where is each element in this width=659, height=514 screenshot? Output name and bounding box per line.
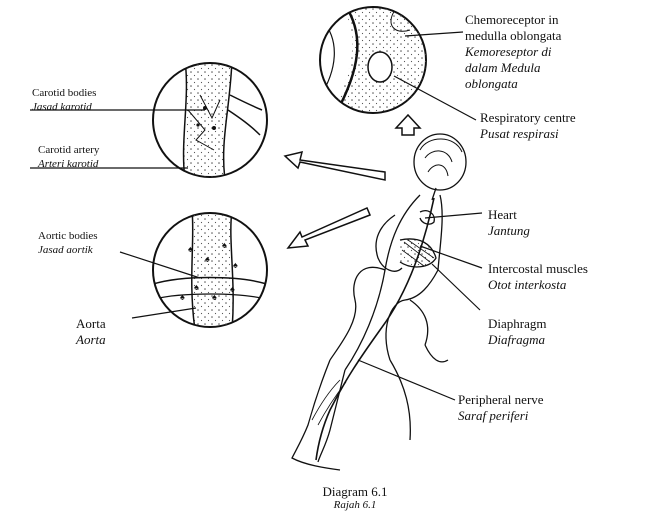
caption-title: Diagram 6.1	[322, 484, 388, 499]
svg-text:♠: ♠	[222, 240, 227, 250]
label-respiratory-centre: Respiratory centre Pusat respirasi	[480, 110, 576, 141]
leader-intercostal	[419, 245, 483, 269]
diagram-caption: Diagram 6.1 Rajah 6.1	[300, 484, 410, 512]
label-intercostal-muscles: Intercostal muscles Otot interkosta	[488, 261, 588, 292]
arrow-to-carotid	[283, 150, 386, 181]
leader-aorta	[131, 307, 197, 319]
leader-chemoreceptor	[404, 31, 464, 37]
svg-text:♠: ♠	[180, 292, 185, 302]
label-carotid-bodies: Carotid bodies Jasad karotid	[32, 87, 97, 113]
leader-aortic-bodies	[119, 251, 201, 279]
label-aortic-bodies: Aortic bodies Jasad aortik	[38, 230, 98, 256]
medulla-magnified-view	[319, 6, 427, 114]
svg-text:♠: ♠	[230, 284, 235, 294]
svg-text:♠: ♠	[212, 292, 217, 302]
leader-diaphragm	[431, 263, 481, 311]
carotid-magnified-view	[152, 62, 268, 178]
leader-heart	[424, 212, 483, 219]
arrow-up-to-medulla	[394, 113, 422, 136]
label-aorta: Aorta Aorta	[76, 316, 106, 347]
label-heart: Heart Jantung	[488, 207, 530, 238]
human-figure	[291, 133, 467, 471]
svg-text:♠: ♠	[194, 282, 199, 292]
label-chemoreceptor: Chemoreceptor in medulla oblongata Kemor…	[465, 12, 562, 91]
label-diaphragm: Diaphragm Diafragma	[488, 316, 547, 347]
leader-lines	[30, 31, 483, 401]
svg-text:♠: ♠	[233, 260, 238, 270]
label-carotid-artery: Carotid artery Arteri karotid	[38, 144, 100, 170]
leader-peripheral-nerve	[357, 359, 456, 401]
svg-text:♠: ♠	[188, 244, 193, 254]
label-peripheral-nerve: Peripheral nerve Saraf periferi	[458, 392, 544, 423]
svg-text:♠: ♠	[205, 254, 210, 264]
leader-respiratory-centre	[393, 75, 477, 121]
aortic-magnified-view: ♠ ♠ ♠ ♠ ♠ ♠ ♠ ♠	[152, 212, 268, 328]
arrow-to-aortic	[286, 207, 371, 249]
caption-subtitle: Rajah 6.1	[333, 499, 377, 511]
